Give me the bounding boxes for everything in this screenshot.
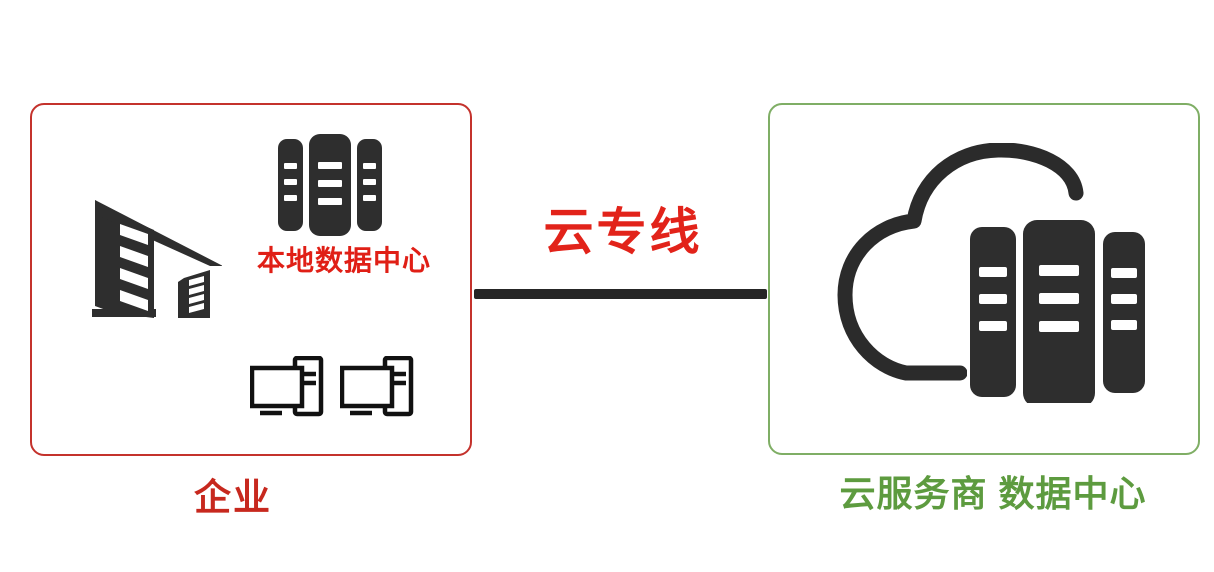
cloud-line-label: 云专线: [543, 204, 703, 260]
cloud-servers-icon: [837, 143, 1148, 403]
local-datacenter-label: 本地数据中心: [256, 245, 431, 276]
desktop-computer-icon: [250, 356, 324, 417]
office-buildings-icon: [92, 200, 222, 318]
server-rack-icon: [278, 134, 382, 236]
enterprise-caption: 企业: [194, 477, 272, 518]
desktop-computer-icon: [340, 356, 414, 417]
cloud-provider-caption: 云服务商 数据中心: [839, 473, 1147, 514]
connection-line: [474, 289, 767, 299]
